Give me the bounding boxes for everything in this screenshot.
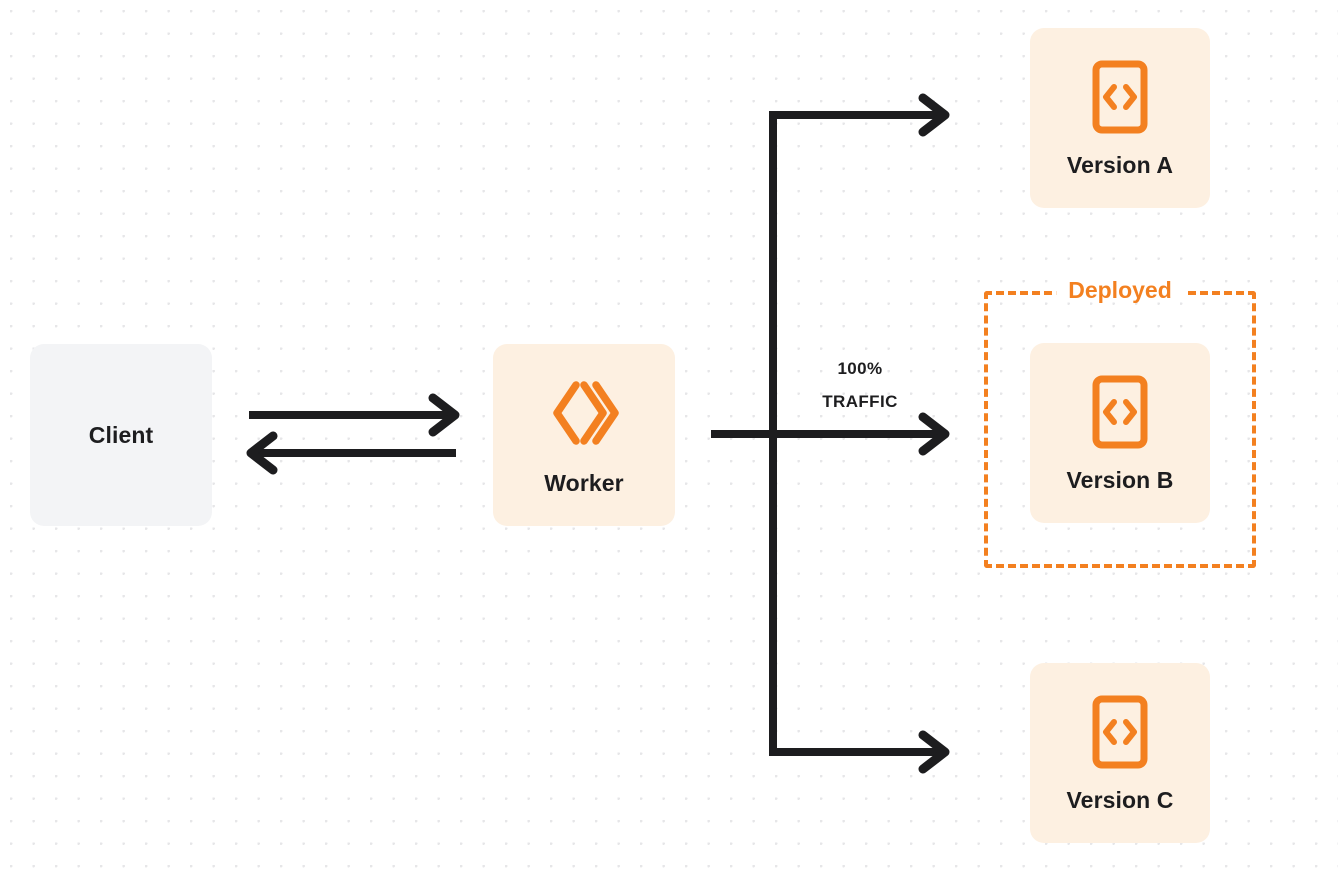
code-file-icon bbox=[1090, 374, 1150, 455]
traffic-split-arrows bbox=[711, 98, 945, 769]
code-file-icon bbox=[1090, 59, 1150, 140]
node-version-c[interactable]: Version C bbox=[1030, 663, 1210, 843]
node-client-label: Client bbox=[88, 421, 154, 448]
traffic-caption: TRAFFIC bbox=[822, 392, 898, 412]
node-client[interactable]: Client bbox=[30, 344, 212, 526]
cloudflare-workers-logo-icon bbox=[546, 375, 622, 456]
deployed-group-label: Deployed bbox=[1056, 279, 1184, 302]
node-version-b[interactable]: Version B bbox=[1030, 343, 1210, 523]
node-version-a[interactable]: Version A bbox=[1030, 28, 1210, 208]
node-worker-label: Worker bbox=[544, 470, 624, 496]
request-arrow bbox=[249, 398, 455, 432]
traffic-label: 100% TRAFFIC bbox=[790, 352, 930, 418]
deployed-group: Deployed bbox=[984, 279, 1256, 568]
node-version-c-label: Version C bbox=[1066, 787, 1174, 813]
node-worker[interactable]: Worker bbox=[493, 344, 675, 526]
code-file-icon bbox=[1090, 694, 1150, 775]
node-version-b-label: Version B bbox=[1066, 467, 1174, 493]
node-version-a-label: Version A bbox=[1066, 152, 1174, 178]
response-arrow bbox=[251, 436, 456, 470]
traffic-percent: 100% bbox=[837, 359, 883, 378]
